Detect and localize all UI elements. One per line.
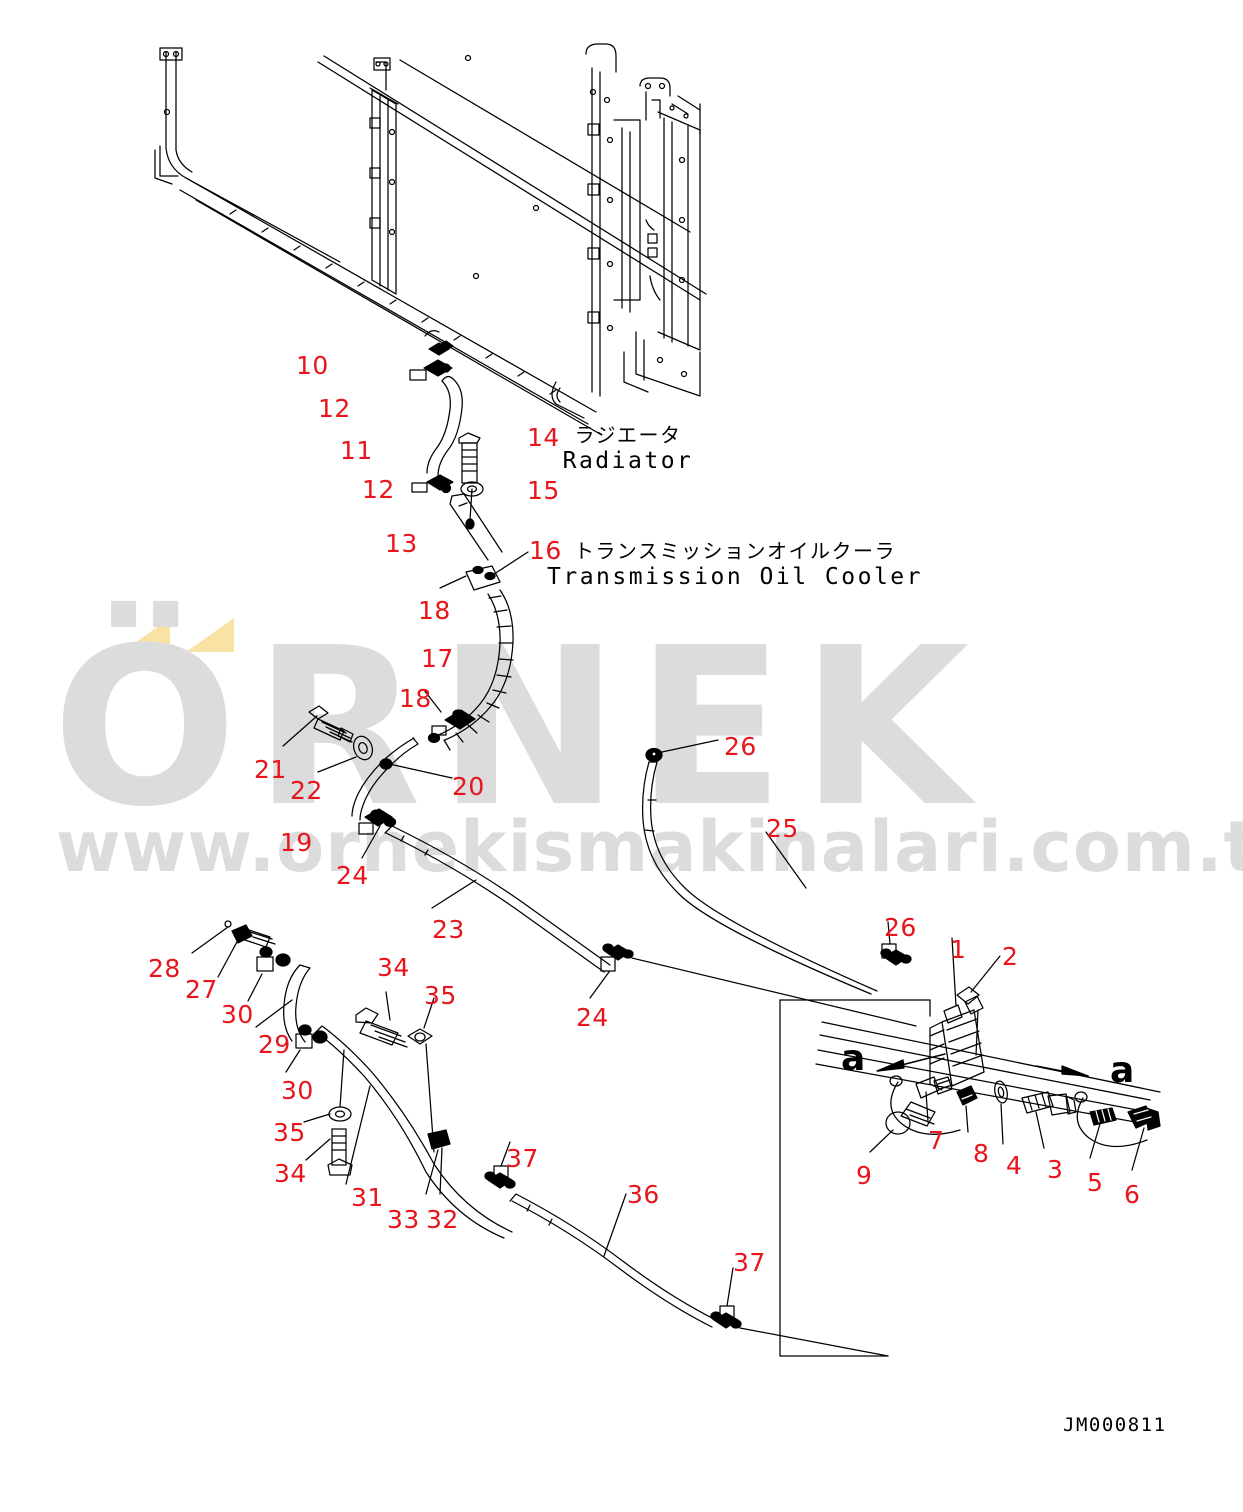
- callout-15: 15: [527, 476, 560, 505]
- caption-transmission-oil-cooler: トランスミッションオイルクーラ Transmission Oil Cooler: [547, 539, 923, 591]
- caption-cooler-en: Transmission Oil Cooler: [547, 563, 923, 590]
- callout-6: 6: [1124, 1180, 1141, 1209]
- callout-36: 36: [627, 1180, 660, 1209]
- caption-radiator-en: Radiator: [562, 447, 694, 474]
- radiator-assembly: [154, 43, 707, 435]
- callout-16: 16: [529, 536, 562, 565]
- corrugated-hose-assembly: [358, 551, 529, 859]
- callout-17: 17: [421, 644, 454, 673]
- drawing-id-code: JM000811: [1063, 1414, 1167, 1436]
- callout-10: 10: [296, 351, 329, 380]
- callout-37: 37: [733, 1248, 766, 1277]
- callout-30: 30: [281, 1076, 314, 1105]
- callout-14: 14: [527, 423, 560, 452]
- callout-7: 7: [928, 1126, 945, 1155]
- callout-2: 2: [1002, 942, 1019, 971]
- callout-8: 8: [973, 1139, 990, 1168]
- callout-35: 35: [424, 981, 457, 1010]
- callout-26: 26: [724, 732, 757, 761]
- hose-25: [642, 739, 912, 995]
- section-marker-a-right: a: [1110, 1050, 1135, 1091]
- callout-27: 27: [185, 975, 218, 1004]
- caption-cooler-jp: トランスミッションオイルクーラ: [573, 539, 897, 563]
- callout-12: 12: [362, 475, 395, 504]
- callout-33: 33: [387, 1205, 420, 1234]
- section-marker-a-left: a: [841, 1038, 866, 1079]
- callout-26: 26: [884, 913, 917, 942]
- callout-20: 20: [452, 772, 485, 801]
- callout-25: 25: [766, 814, 799, 843]
- callout-1: 1: [950, 935, 967, 964]
- small-tube-assembly: [282, 705, 453, 821]
- callout-24: 24: [576, 1003, 609, 1032]
- caption-radiator-jp: ラジエータ: [574, 423, 682, 447]
- callout-19: 19: [280, 828, 313, 857]
- callout-21: 21: [254, 755, 287, 784]
- callout-18: 18: [399, 684, 432, 713]
- callout-23: 23: [432, 915, 465, 944]
- callout-37: 37: [506, 1144, 539, 1173]
- callout-34: 34: [274, 1159, 307, 1188]
- lower-left-assembly: [191, 920, 516, 1239]
- valve-assembly: [779, 937, 1161, 1357]
- callout-22: 22: [290, 776, 323, 805]
- callout-11: 11: [340, 436, 373, 465]
- hose-36: [509, 1193, 889, 1357]
- callout-12: 12: [318, 394, 351, 423]
- callout-9: 9: [856, 1161, 873, 1190]
- callout-5: 5: [1087, 1168, 1104, 1197]
- callout-30: 30: [221, 1000, 254, 1029]
- hose-23: [384, 825, 917, 1027]
- caption-radiator: ラジエータ Radiator: [562, 423, 694, 475]
- callout-18: 18: [418, 596, 451, 625]
- callout-3: 3: [1047, 1155, 1064, 1184]
- upper-hose-assembly: [409, 330, 503, 561]
- callout-28: 28: [148, 954, 181, 983]
- callout-34: 34: [377, 953, 410, 982]
- callout-32: 32: [426, 1205, 459, 1234]
- callout-31: 31: [351, 1183, 384, 1212]
- callout-24: 24: [336, 861, 369, 890]
- callout-4: 4: [1006, 1151, 1023, 1180]
- callout-29: 29: [258, 1030, 291, 1059]
- callout-35: 35: [273, 1118, 306, 1147]
- callout-13: 13: [385, 529, 418, 558]
